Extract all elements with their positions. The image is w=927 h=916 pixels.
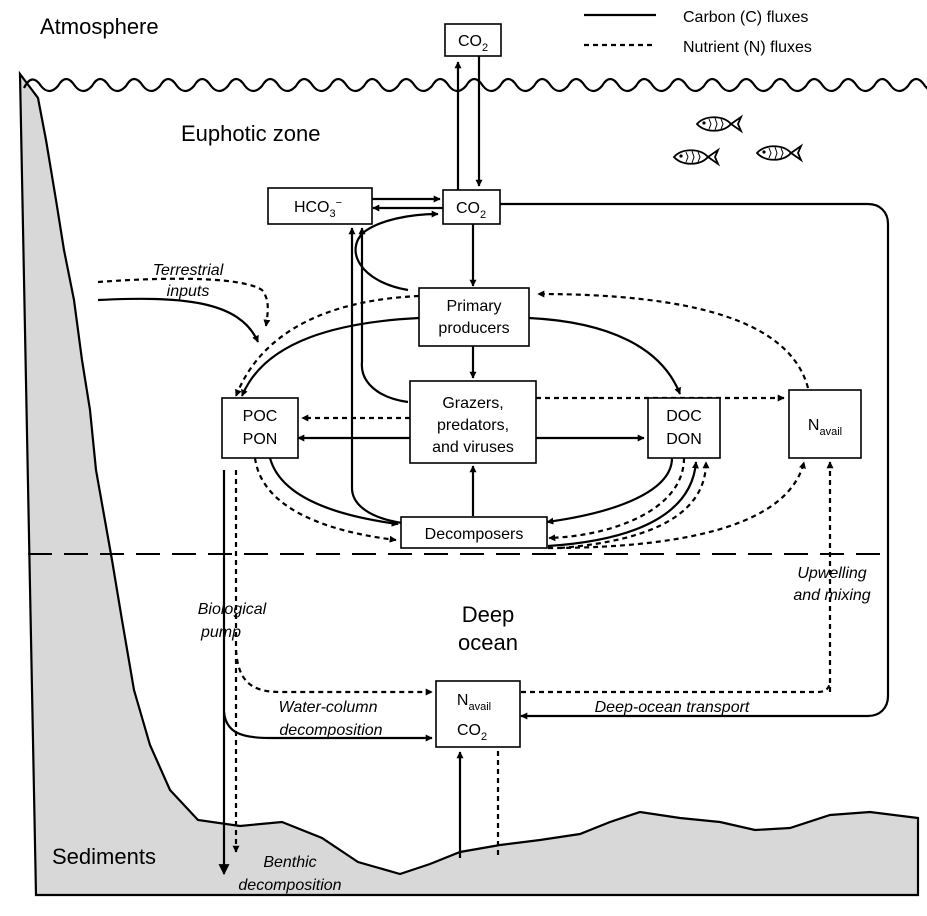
flux-water-column-nutrient	[234, 649, 433, 696]
terrestrial-inputs-label-line1: Terrestrial	[153, 262, 224, 279]
flux-doc-to-decomposers	[546, 457, 674, 525]
co2-atmosphere-box: CO2	[444, 23, 502, 57]
svg-text:Grazers,: Grazers,	[442, 395, 503, 412]
svg-text:producers: producers	[438, 320, 509, 337]
flux-deep-transport-nutrient	[521, 679, 832, 694]
flux-deep-transport-carbon	[500, 202, 890, 720]
flux-decomposers-to-doc	[547, 461, 699, 548]
n-avail-surface-box: Navail	[788, 389, 862, 459]
svg-text:Decomposers: Decomposers	[425, 526, 524, 543]
legend-nutrient-label: Nutrient (N) fluxes	[683, 39, 812, 56]
upwelling-label-line2: and mixing	[793, 587, 870, 604]
fish-icon	[695, 114, 744, 134]
deep-ocean-label-line2: ocean	[458, 630, 518, 655]
legend-carbon-label: Carbon (C) fluxes	[683, 9, 808, 26]
flux-navail-to-producers	[537, 290, 810, 389]
svg-text:CO2: CO2	[457, 722, 487, 743]
svg-text:HCO3−: HCO3−	[294, 197, 342, 220]
biological-pump-label-line2: pump	[200, 624, 241, 641]
svg-text:POC: POC	[243, 408, 278, 425]
upwelling-label-line1: Upwelling	[797, 565, 866, 582]
fish-icon	[755, 143, 804, 163]
hco3-box: HCO3−	[267, 187, 373, 225]
deep-ocean-transport-label: Deep-ocean transport	[595, 699, 750, 716]
svg-text:DOC: DOC	[666, 408, 702, 425]
svg-text:DON: DON	[666, 431, 702, 448]
flux-poc-to-decomposers	[268, 457, 399, 527]
svg-text:and viruses: and viruses	[432, 439, 514, 456]
grazers-predators-viruses-box: Grazers, predators, and viruses	[409, 380, 537, 464]
water-column-label-line2: decomposition	[279, 722, 382, 739]
deep-ocean-label-line1: Deep	[462, 602, 515, 627]
flux-producers-to-poc	[240, 316, 420, 397]
flux-water-column-carbon	[222, 711, 433, 742]
sediments-label: Sediments	[52, 844, 156, 869]
benthic-decomposition-label-line2: decomposition	[238, 877, 341, 894]
flux-decomposers-to-navail	[547, 461, 806, 550]
sediment-seafloor	[18, 70, 920, 897]
decomposers-box: Decomposers	[400, 516, 548, 549]
flux-decomposer-respiration	[348, 227, 403, 525]
atmosphere-label: Atmosphere	[40, 14, 159, 39]
flux-pon-to-decomposers	[253, 457, 397, 543]
euphotic-zone-label: Euphotic zone	[181, 121, 320, 146]
svg-text:PON: PON	[243, 431, 278, 448]
co2-surface-box: CO2	[442, 189, 501, 225]
flux-producers-to-doc	[528, 316, 682, 395]
flux-grazer-respiration	[358, 227, 409, 404]
poc-pon-box: POC PON	[221, 397, 299, 459]
biological-pump-label-line1: Biological	[198, 601, 267, 618]
flux-producers-respiration	[354, 210, 439, 292]
doc-don-box: DOC DON	[647, 397, 721, 459]
flux-terrestrial-carbon	[97, 297, 260, 343]
terrestrial-inputs-label-line2: inputs	[167, 283, 210, 300]
fish-icon	[672, 147, 721, 167]
svg-text:Navail: Navail	[808, 417, 842, 438]
deep-pool-box: Navail CO2	[435, 680, 521, 748]
flux-producers-to-pon	[234, 294, 420, 397]
svg-text:Navail: Navail	[457, 692, 491, 713]
benthic-decomposition-label-line1: Benthic	[263, 854, 316, 871]
flux-terrestrial-nutrient	[97, 277, 271, 327]
water-column-label-line1: Water-column	[279, 699, 378, 716]
svg-text:CO2: CO2	[456, 200, 486, 221]
sea-surface-waves	[23, 77, 927, 93]
flux-don-to-decomposers	[548, 457, 686, 542]
svg-text:predators,: predators,	[437, 417, 509, 434]
primary-producers-box: Primary producers	[418, 287, 530, 347]
svg-text:Primary: Primary	[446, 298, 501, 315]
svg-text:CO2: CO2	[458, 33, 488, 54]
